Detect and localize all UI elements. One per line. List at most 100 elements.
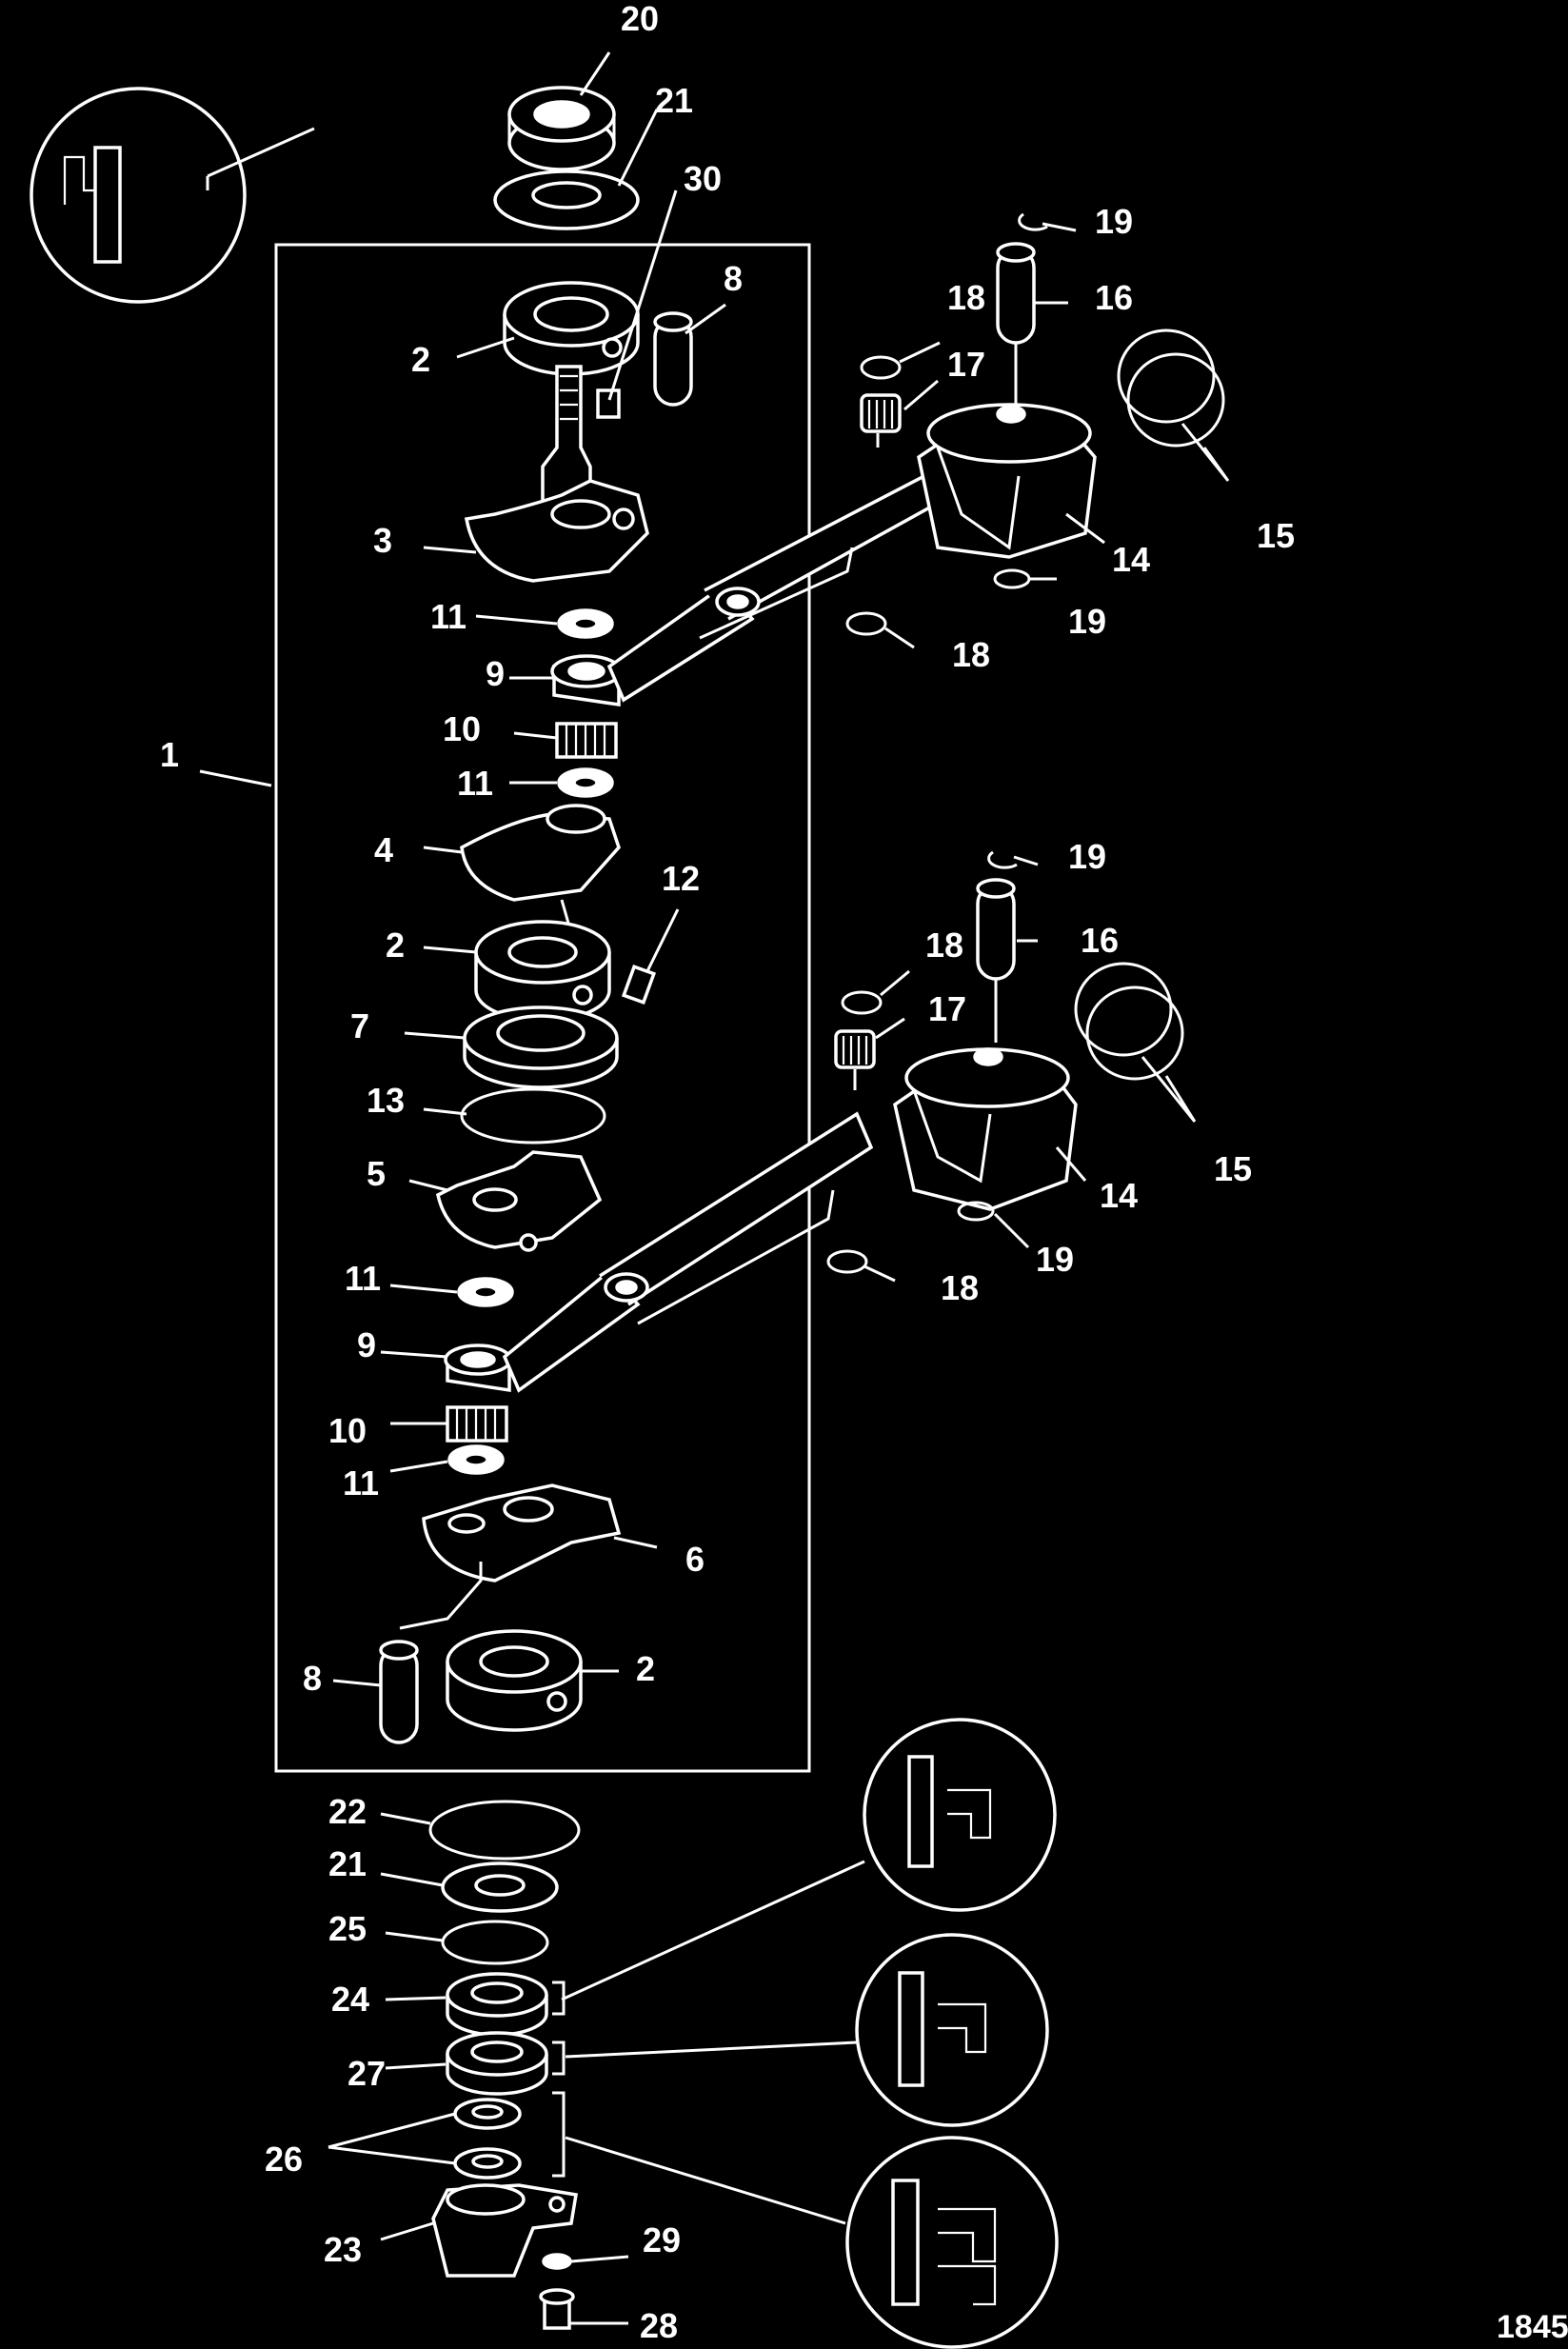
lower-piston — [893, 1047, 1078, 1211]
callout-19: 19 — [1036, 1240, 1074, 1279]
top-seal — [507, 86, 616, 171]
upper-locating-washer-top — [860, 355, 902, 380]
callout-14: 14 — [1100, 1176, 1138, 1215]
callout-22: 22 — [328, 1792, 367, 1831]
callout-30: 30 — [684, 159, 722, 198]
callout-19: 19 — [1068, 837, 1106, 876]
center-seal-ring — [463, 1005, 619, 1089]
callout-21: 21 — [655, 81, 693, 120]
upper-wrist-pin — [996, 242, 1036, 405]
thrust-washer-c — [457, 1277, 514, 1307]
seal-27 — [446, 2031, 548, 2096]
callout-15: 15 — [1257, 516, 1295, 555]
upper-retaining-ring-bottom — [993, 568, 1031, 589]
needle-bearing-upper — [555, 722, 618, 759]
callout-18: 18 — [925, 926, 963, 965]
top-seal-plate — [493, 169, 640, 230]
lubricant-detail-1 — [561, 1718, 1057, 2001]
callout-4: 4 — [374, 830, 393, 869]
callout-19: 19 — [1068, 602, 1106, 641]
callout-21: 21 — [328, 1844, 367, 1883]
crank-web-4 — [460, 804, 621, 963]
lower-connecting-rod — [502, 1111, 874, 1393]
woodruff-key — [596, 388, 621, 419]
crank-web-6 — [399, 1483, 622, 1630]
callout-7: 7 — [350, 1006, 369, 1045]
leader-lines — [199, 51, 1230, 2325]
callout-5: 5 — [367, 1154, 386, 1193]
callout-10: 10 — [328, 1411, 367, 1450]
seal-26-upper — [453, 2098, 522, 2130]
callout-28: 28 — [640, 2306, 678, 2345]
end-cap-23 — [431, 2183, 579, 2278]
upper-connecting-rod — [606, 464, 955, 703]
lower-retaining-ring-bottom — [957, 1201, 995, 1222]
callout-2: 2 — [411, 340, 430, 379]
callout-18: 18 — [947, 278, 985, 317]
crank-web-3 — [464, 479, 649, 583]
lower-plate-21 — [441, 1861, 559, 1913]
callout-3: 3 — [373, 521, 392, 560]
callout-26: 26 — [265, 2140, 303, 2179]
callout-9: 9 — [486, 654, 505, 693]
callout-6: 6 — [685, 1540, 705, 1579]
seal-26-lower — [453, 2147, 522, 2180]
lower-locating-washer-top — [841, 990, 883, 1015]
washer-29 — [542, 2253, 572, 2270]
callout-13: 13 — [367, 1081, 405, 1120]
callout-16: 16 — [1095, 278, 1133, 317]
crankshaft-assembly-frame — [274, 243, 811, 1773]
callout-10: 10 — [443, 709, 481, 748]
callout-16: 16 — [1081, 921, 1119, 960]
middle-main-bearing — [474, 920, 611, 1023]
rod-cap-upper — [550, 654, 623, 707]
callout-8: 8 — [724, 259, 743, 298]
o-ring-25 — [441, 1920, 549, 1965]
lower-dowel-pin — [379, 1640, 419, 1744]
callout-20: 20 — [621, 0, 659, 38]
thrust-washer-a — [557, 608, 614, 639]
figure-number: 1845 — [1497, 2309, 1568, 2345]
callout-18: 18 — [952, 635, 990, 674]
callout-19: 19 — [1095, 202, 1133, 241]
lower-piston-rings — [1074, 962, 1184, 1081]
upper-locating-washer-bottom — [845, 611, 887, 636]
callout-24: 24 — [331, 1980, 369, 2019]
callout-18: 18 — [941, 1268, 979, 1307]
rod-cap-lower — [444, 1344, 512, 1393]
seal-24 — [446, 1972, 548, 2037]
callout-11: 11 — [343, 1463, 379, 1503]
callout-2: 2 — [636, 1649, 655, 1688]
gasket-22 — [428, 1800, 581, 1861]
upper-piston — [917, 403, 1097, 559]
callout-23: 23 — [324, 2230, 362, 2269]
screw-28 — [539, 2288, 575, 2330]
lubricant-detail-2 — [565, 1933, 1049, 2127]
callout-labels: 20 21 30 19 8 18 16 2 17 3 14 15 11 19 1… — [160, 0, 1568, 2345]
callout-14: 14 — [1112, 540, 1150, 579]
upper-piston-rings — [1117, 328, 1225, 448]
locating-pin — [621, 964, 657, 1005]
upper-needle-cage — [860, 393, 902, 448]
callout-9: 9 — [357, 1325, 376, 1364]
callout-27: 27 — [347, 2054, 386, 2093]
callout-17: 17 — [947, 345, 985, 384]
lubricant-detail-top — [30, 87, 315, 304]
thrust-washer-b — [557, 767, 614, 798]
thrust-washer-d — [447, 1444, 505, 1475]
lubricant-detail-3 — [565, 2136, 1059, 2349]
callout-11: 11 — [430, 597, 466, 636]
callout-25: 25 — [328, 1909, 367, 1948]
callout-1: 1 — [160, 735, 179, 774]
callout-12: 12 — [662, 859, 700, 898]
callout-11: 11 — [345, 1259, 381, 1298]
lower-needle-cage — [834, 1029, 876, 1090]
upper-dowel-pin — [653, 311, 693, 407]
lower-wrist-pin — [976, 878, 1016, 1043]
lower-locating-washer-bottom — [826, 1249, 868, 1274]
lower-main-bearing — [446, 1629, 583, 1732]
needle-bearing-lower — [446, 1405, 508, 1443]
upper-main-bearing — [503, 281, 640, 376]
callout-2: 2 — [386, 926, 405, 965]
